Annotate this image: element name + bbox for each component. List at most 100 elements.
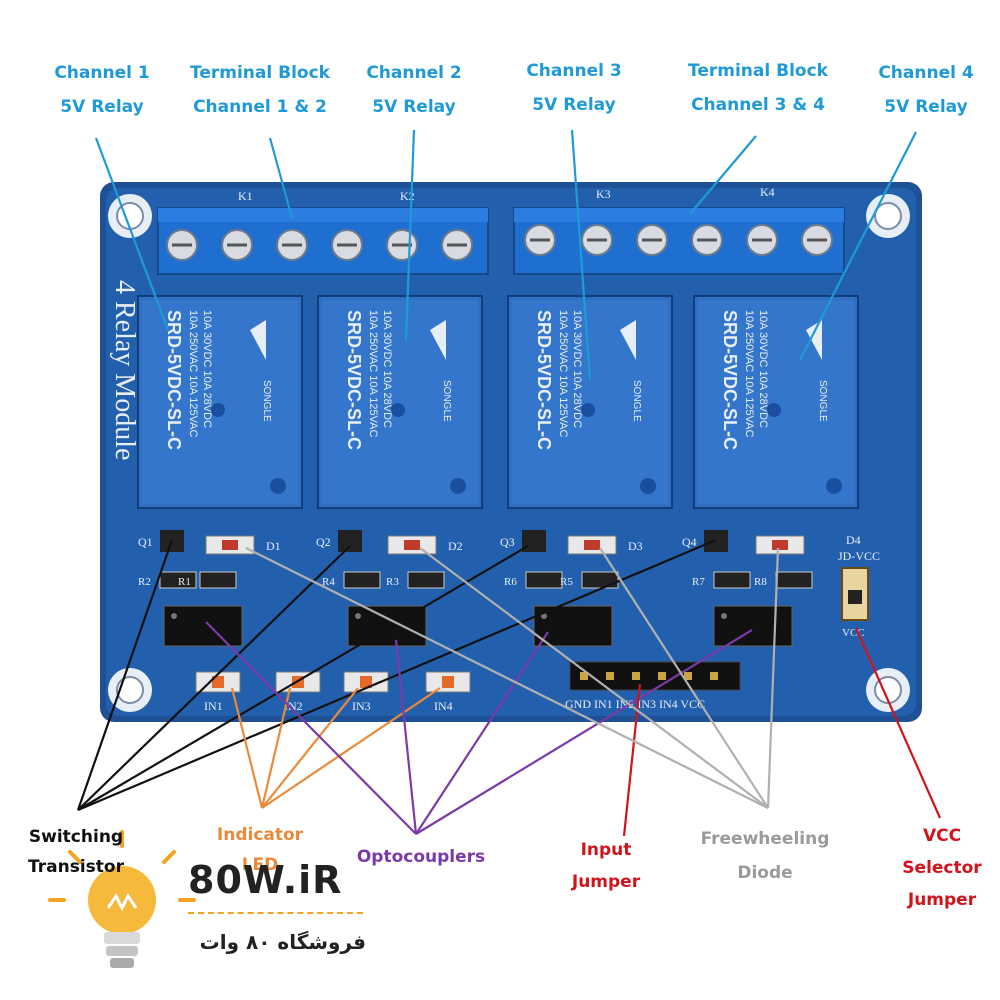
resistor-label: R8	[754, 576, 767, 588]
pcb-board: 4 Relay Module K1	[100, 182, 922, 722]
transistor-label: Q3	[500, 535, 515, 549]
led-die-icon	[212, 676, 224, 688]
relay-rating-text: 10A 250VAC 10A 125VAC	[743, 310, 755, 437]
songle-logo-icon	[806, 320, 822, 360]
diode-label-d4: D4	[846, 533, 861, 547]
relay-label-k1: K1	[238, 189, 253, 203]
songle-logo-icon	[620, 320, 636, 360]
resistor-label: R1	[178, 576, 191, 588]
relay-rating-text: 10A 250VAC 10A 125VAC	[187, 310, 199, 437]
resistor-label: R6	[504, 576, 517, 588]
relay-dot-icon	[270, 478, 286, 494]
led-input-label: IN1	[204, 699, 223, 713]
relay-dot-icon	[450, 478, 466, 494]
led-input-label: IN2	[284, 699, 303, 713]
resistor-label: R5	[560, 576, 573, 588]
led-input-label: IN4	[434, 699, 453, 713]
optocoupler-icon	[163, 605, 243, 647]
jumper-label: JD-VCC	[838, 549, 880, 563]
terminal-block-1-2	[157, 207, 489, 275]
relay-brand-text: SONGLE	[441, 380, 452, 422]
led-die-icon	[360, 676, 372, 688]
logo-wordmark: 80W.iR	[188, 858, 343, 902]
relay-dot-icon	[391, 403, 405, 417]
transistor-label: Q4	[682, 535, 697, 549]
resistor-icon	[199, 571, 237, 589]
resistor-label: R3	[386, 576, 399, 588]
resistor-icon	[407, 571, 445, 589]
relay-rating-text: 10A 30VDC 10A 28VDC	[381, 310, 393, 428]
bulb-logo-icon	[48, 830, 196, 968]
resistor-label: R4	[322, 576, 335, 588]
transistor-label: Q1	[138, 535, 153, 549]
resistor-icon	[775, 571, 813, 589]
pin1-dot-icon	[355, 613, 361, 619]
relay-model-text: SRD-5VDC-SL-C	[720, 310, 740, 450]
resistor-icon	[525, 571, 563, 589]
diode-label: D3	[628, 539, 643, 553]
resistor-label: R7	[692, 576, 705, 588]
terminal-block-3-4	[513, 207, 845, 275]
led-die-icon	[442, 676, 454, 688]
input-header: GND IN1 IN2 IN3 IN4 VCC	[565, 661, 741, 711]
relay-model-text: SRD-5VDC-SL-C	[164, 310, 184, 450]
module-title: 4 Relay Module	[109, 280, 140, 460]
label-optocouplers: Optocouplers	[356, 847, 486, 867]
mounting-hole-icon	[108, 194, 910, 712]
relay-brand-text: SONGLE	[817, 380, 828, 422]
transistor-label: Q2	[316, 535, 331, 549]
relay-rating-text: 10A 30VDC 10A 28VDC	[757, 310, 769, 428]
transistor-icon	[522, 530, 546, 552]
pin1-dot-icon	[721, 613, 727, 619]
resistor-icon	[581, 571, 619, 589]
pin1-dot-icon	[171, 613, 177, 619]
diode-label: D2	[448, 539, 463, 553]
relay-model-text: SRD-5VDC-SL-C	[344, 310, 364, 450]
header-pin-labels: GND IN1 IN2 IN3 IN4 VCC	[565, 697, 705, 711]
leader-lines	[76, 129, 942, 837]
relay-dot-icon	[640, 478, 656, 494]
relay-brand-text: SONGLE	[631, 380, 642, 422]
diode-band-icon	[404, 540, 420, 550]
songle-logo-icon	[250, 320, 266, 360]
led-input-label: IN3	[352, 699, 371, 713]
diode-band-icon	[772, 540, 788, 550]
relay-brand-text: SONGLE	[261, 380, 272, 422]
resistor-icon	[713, 571, 751, 589]
relay-dot-icon	[211, 403, 225, 417]
optocoupler-icon	[713, 605, 793, 647]
diode-band-icon	[222, 540, 238, 550]
relay-label-k3: K3	[596, 187, 611, 201]
relay-rating-text: 10A 30VDC 10A 28VDC	[201, 310, 213, 428]
logo-divider	[188, 912, 363, 914]
relay-dot-icon	[581, 403, 595, 417]
relay-label-k4: K4	[760, 185, 775, 199]
logo-subtitle: فروشگاه ۸۰ وات	[199, 930, 366, 954]
relay-dot-icon	[826, 478, 842, 494]
resistor-icon	[343, 571, 381, 589]
resistor-icon	[159, 571, 197, 589]
relay-rating-text: 10A 30VDC 10A 28VDC	[571, 310, 583, 428]
diode-label: D1	[266, 539, 281, 553]
resistor-label: R2	[138, 576, 151, 588]
songle-logo-icon	[430, 320, 446, 360]
relay-dot-icon	[767, 403, 781, 417]
relay-model-text: SRD-5VDC-SL-C	[534, 310, 554, 450]
